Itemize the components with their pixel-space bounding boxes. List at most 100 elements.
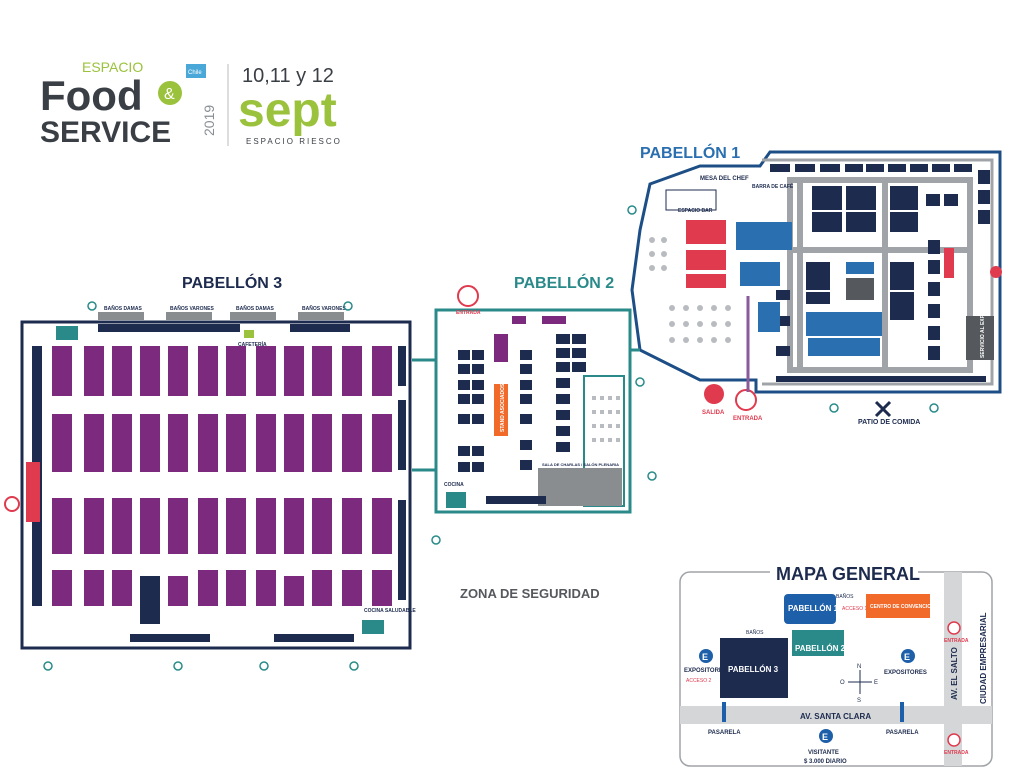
p2-cocina: COCINA xyxy=(444,482,464,488)
zona-seguridad: ZONA DE SEGURIDAD xyxy=(460,586,600,601)
gm-parking-visitor xyxy=(819,729,833,743)
svg-text:PABELLÓN 3: PABELLÓN 3 xyxy=(728,665,779,674)
p2-entrada-icon xyxy=(457,285,479,307)
gm-entrada-bottom: ENTRADA xyxy=(944,750,969,756)
gm-precio: $ 3.000 DIARIO xyxy=(804,759,847,765)
logo-food: Food xyxy=(40,72,143,119)
p3-purple-booths xyxy=(52,346,392,606)
p1-barra-cafe: BARRA DE CAFÉ xyxy=(752,182,794,190)
p2-sala-charlas xyxy=(538,468,622,506)
pabellon-1-title: PABELLÓN 1 xyxy=(640,143,740,162)
gm-pabellon-1 xyxy=(784,594,836,624)
p1-entrada: ENTRADA xyxy=(733,416,763,422)
logo-espacio: ESPACIO xyxy=(82,59,143,75)
p2-stand-asociados: STAND ASOCIADOS xyxy=(500,383,506,432)
general-map-title: MAPA GENERAL xyxy=(776,564,920,584)
gm-pabellon-2 xyxy=(792,630,844,656)
pabellon-1-red-booths xyxy=(686,220,954,288)
road-el-salto xyxy=(944,572,962,766)
svg-text:PABELLÓN 1: PABELLÓN 1 xyxy=(788,604,839,613)
gm-entrada-top-icon xyxy=(947,621,961,635)
logo-dates: 10,11 y 12 xyxy=(242,65,334,87)
compass-icon: N S E O xyxy=(840,664,878,704)
pabellon-1-booths xyxy=(770,164,990,382)
gm-acceso-1: ACCESO 1 xyxy=(842,606,868,612)
gm-pasarela-left: PASARELA xyxy=(708,730,741,736)
p3-cafeteria: CAFETERÍA xyxy=(238,340,267,348)
p3-banos-damas-1: BAÑOS DAMAS xyxy=(104,305,142,312)
pabellon-1-tables xyxy=(649,237,731,343)
pabellon-1-blue-booths xyxy=(736,222,882,356)
p2-entrada: ENTRADA xyxy=(456,310,481,316)
svg-text:PABELLÓN 2: PABELLÓN 2 xyxy=(795,644,846,653)
gm-visitante: VISITANTE xyxy=(808,750,839,756)
logo-month: sept xyxy=(238,84,337,137)
pabellon-2: PABELLÓN 2 SALA DE CHARLAS / SALÓN PLENA… xyxy=(434,273,632,514)
gm-expositores-left: EXPOSITORES xyxy=(684,668,727,674)
p1-mesa-chef: MESA DEL CHEF xyxy=(700,176,749,182)
p1-espacio-bar: ESPACIO BAR xyxy=(678,208,713,214)
svg-text:S: S xyxy=(857,698,861,704)
logo-chile-badge xyxy=(186,64,206,78)
p1-patio-comida: PATIO DE COMIDA xyxy=(858,419,920,426)
p3-restroom-bars xyxy=(98,312,344,320)
p1-salida-icon xyxy=(704,384,724,404)
p3-banos-varones-2: BAÑOS VARONES xyxy=(302,305,346,312)
pabellon-2-title: PABELLÓN 2 xyxy=(514,273,614,292)
p1-entrada-icon xyxy=(735,389,757,411)
svg-text:O: O xyxy=(840,680,845,686)
road-santa-clara xyxy=(680,706,992,724)
gm-pabellon-3 xyxy=(720,638,788,698)
gm-entrada-top: ENTRADA xyxy=(944,638,969,644)
event-logo: ESPACIO Food & Chile SERVICE 2019 10,11 … xyxy=(40,59,342,149)
p2-purple-booths xyxy=(494,316,566,362)
logo-chile: Chile xyxy=(188,70,202,76)
p2-stand-asociados-box xyxy=(494,384,508,436)
gm-acceso-2: ACCESO 2 xyxy=(686,678,712,684)
p3-cafeteria-icon xyxy=(244,330,254,338)
p1-salida: SALIDA xyxy=(702,410,725,416)
p1-registro-icon xyxy=(990,266,1002,278)
gm-pasarela-right: PASARELA xyxy=(886,730,919,736)
gm-centro-convenciones xyxy=(866,594,930,618)
logo-year: 2019 xyxy=(201,105,217,136)
ciudad-empresarial: CIUDAD EMPRESARIAL xyxy=(979,612,988,704)
pabellon-1: PABELLÓN 1 MESA DE xyxy=(630,143,1002,426)
svg-text:SALA DE CHARLAS / SALÓN PLENAR: SALA DE CHARLAS / SALÓN PLENARIA xyxy=(542,462,619,467)
svg-text:CENTRO DE CONVENCIONES: CENTRO DE CONVENCIONES xyxy=(870,604,942,610)
pabellon-3-title: PABELLÓN 3 xyxy=(182,273,282,292)
gm-parking-left xyxy=(699,649,713,663)
p3-banos-varones-1: BAÑOS VARONES xyxy=(170,305,214,312)
gm-expositores-right: EXPOSITORES xyxy=(884,670,927,676)
gm-entrada-bottom-icon xyxy=(947,733,961,747)
logo-amp-circle xyxy=(158,81,182,105)
av-el-salto: AV. EL SALTO xyxy=(950,647,959,700)
p3-registro-box xyxy=(26,462,40,522)
av-santa-clara: AV. SANTA CLARA xyxy=(800,712,871,721)
pabellon-3-outline xyxy=(20,320,412,650)
svg-text:E: E xyxy=(874,680,878,686)
pabellon-1-outline xyxy=(630,150,1002,394)
food-court-icon xyxy=(874,400,892,418)
gm-banos-1: BAÑOS xyxy=(836,593,854,600)
p2-booths xyxy=(458,334,586,504)
logo-venue: ESPACIO RIESCO xyxy=(246,137,342,146)
safety-markers xyxy=(43,205,939,671)
svg-text:N: N xyxy=(857,664,861,670)
svg-text:E: E xyxy=(822,732,828,742)
general-map: MAPA GENERAL AV. SANTA CLARA AV. EL SALT… xyxy=(679,560,993,767)
p3-banos-damas-2: BAÑOS DAMAS xyxy=(236,305,274,312)
hall-connectors xyxy=(412,348,640,472)
logo-amp: & xyxy=(164,86,175,103)
svg-text:E: E xyxy=(904,652,910,662)
p3-registro-icon xyxy=(4,496,20,512)
pabellon-2-outline xyxy=(434,308,632,514)
p2-seat-grid xyxy=(592,396,620,442)
p1-servicio-expositor-box xyxy=(966,316,994,360)
logo-service: SERVICE xyxy=(40,116,171,149)
p3-cocina-saludable: COCINA SALUDABLE xyxy=(364,608,416,614)
p1-servicio-expositor: SERVICIO AL EXPOSITOR xyxy=(980,296,986,358)
gm-banos-3: BAÑOS xyxy=(746,629,764,636)
pabellon-3: PABELLÓN 3 BAÑOS DAMAS BAÑOS VARONES BAÑ… xyxy=(4,273,416,650)
